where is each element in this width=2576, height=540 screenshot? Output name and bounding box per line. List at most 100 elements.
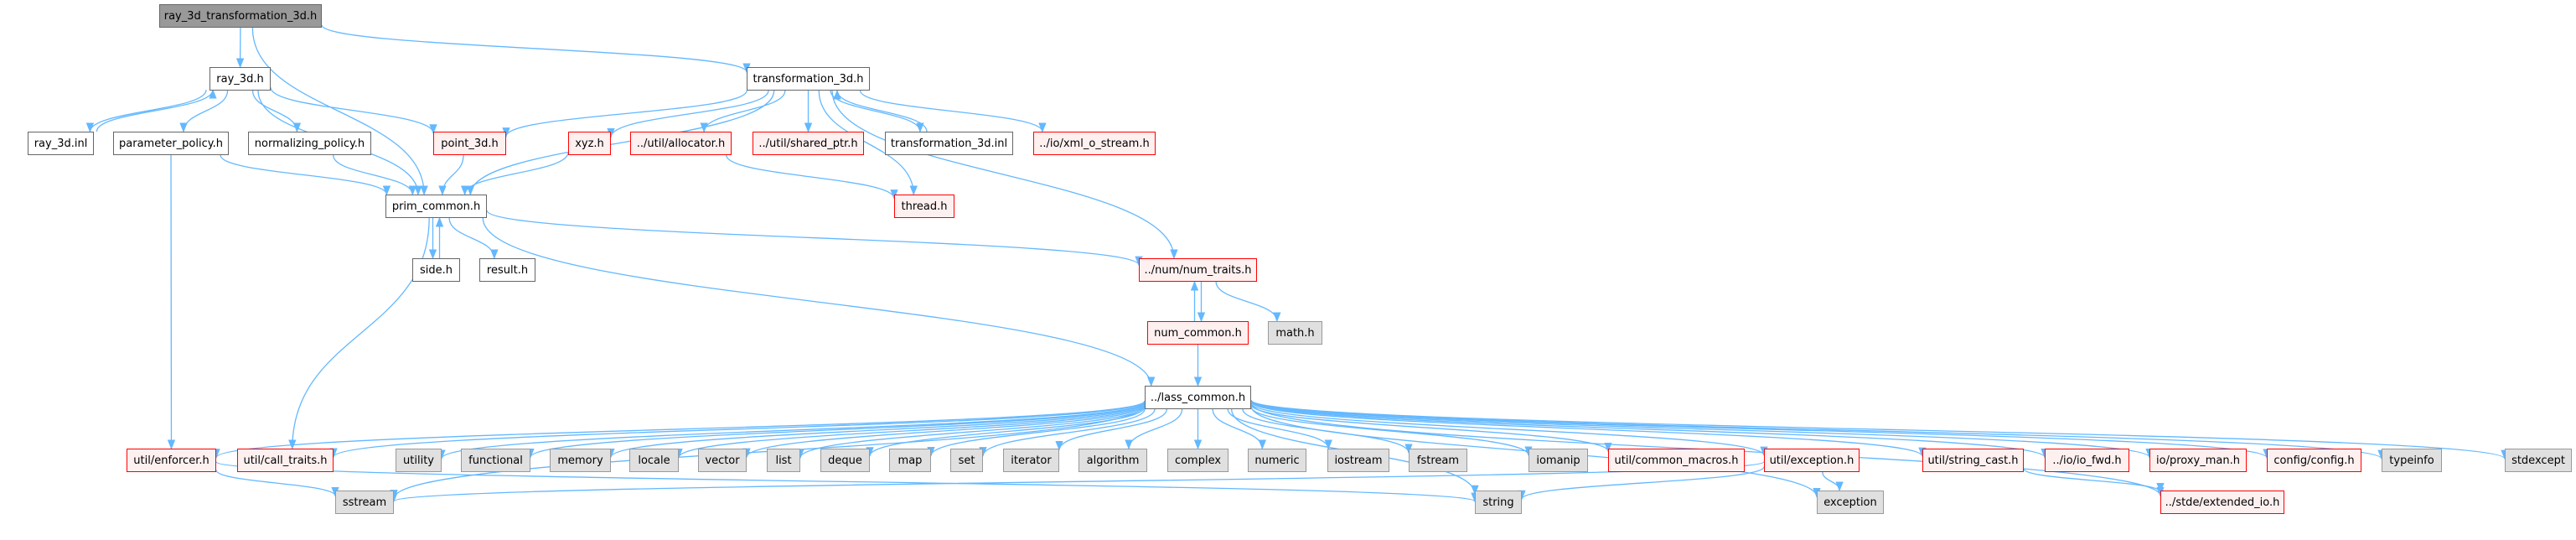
node-sstream[interactable]: sstream	[335, 491, 394, 514]
node-stdexcept[interactable]: stdexcept	[2505, 449, 2572, 472]
node-lass-common[interactable]: ../lass_common.h	[1145, 386, 1251, 409]
node-ray-3d-inl[interactable]: ray_3d.inl	[28, 132, 94, 155]
node-label: ../lass_common.h	[1150, 391, 1246, 404]
edge-lass-common-to-enforcer	[212, 400, 1146, 459]
node-label: ../util/shared_ptr.h	[758, 137, 858, 150]
node-num-traits[interactable]: ../num/num_traits.h	[1139, 258, 1257, 282]
node-proxy-man[interactable]: io/proxy_man.h	[2149, 449, 2247, 472]
node-label: math.h	[1275, 326, 1315, 340]
node-label: functional	[468, 454, 523, 467]
node-transformation-3d-inl[interactable]: transformation_3d.inl	[885, 132, 1013, 155]
edge-transformation-3d-to-point-3d	[502, 90, 747, 138]
node-label: side.h	[419, 263, 453, 277]
node-vector[interactable]: vector	[698, 449, 747, 472]
node-root[interactable]: ray_3d_transformation_3d.h	[159, 4, 322, 28]
node-iostream[interactable]: iostream	[1327, 449, 1389, 472]
node-label: util/call_traits.h	[243, 454, 328, 467]
node-label: fstream	[1416, 454, 1460, 467]
node-num-common[interactable]: num_common.h	[1147, 321, 1249, 345]
node-label: io/proxy_man.h	[2156, 454, 2240, 467]
node-normalizing-policy[interactable]: normalizing_policy.h	[248, 132, 371, 155]
node-algorithm[interactable]: algorithm	[1079, 449, 1147, 472]
node-label: string	[1482, 496, 1514, 509]
node-label: complex	[1174, 454, 1222, 467]
node-xml-o-stream[interactable]: ../io/xml_o_stream.h	[1033, 132, 1156, 155]
edge-lass-common-to-stdexcept	[1250, 399, 2509, 460]
node-complex[interactable]: complex	[1167, 449, 1229, 472]
node-allocator[interactable]: ../util/allocator.h	[630, 132, 732, 155]
node-memory[interactable]: memory	[550, 449, 611, 472]
edge-xyz-to-prim-common	[461, 152, 569, 196]
node-list[interactable]: list	[767, 449, 800, 472]
edge-root-to-prim-common	[251, 27, 428, 196]
node-prim-common[interactable]: prim_common.h	[385, 195, 487, 218]
edge-transformation-3d-to-transformation-3d-inl	[830, 90, 924, 133]
node-map[interactable]: map	[889, 449, 931, 472]
node-math[interactable]: math.h	[1268, 321, 1322, 345]
edge-ray-3d-to-point-3d	[270, 87, 437, 134]
node-label: typeinfo	[2389, 454, 2434, 467]
node-label: iostream	[1334, 454, 1383, 467]
node-shared-ptr[interactable]: ../util/shared_ptr.h	[753, 132, 864, 155]
node-thread[interactable]: thread.h	[894, 195, 954, 218]
node-label: util/enforcer.h	[133, 454, 209, 467]
node-enforcer[interactable]: util/enforcer.h	[127, 449, 216, 472]
edge-lass-common-to-iterator	[1055, 408, 1167, 451]
edge-lass-common-to-typeinfo	[1250, 399, 2386, 460]
node-label: ../io/xml_o_stream.h	[1039, 137, 1150, 150]
node-label: xyz.h	[575, 137, 604, 150]
node-locale[interactable]: locale	[629, 449, 679, 472]
node-xyz[interactable]: xyz.h	[568, 132, 611, 155]
node-label: parameter_policy.h	[119, 137, 223, 150]
node-exception[interactable]: exception	[1817, 491, 1884, 514]
node-utility[interactable]: utility	[396, 449, 442, 472]
node-label: ../num/num_traits.h	[1144, 263, 1252, 277]
node-iterator[interactable]: iterator	[1003, 449, 1059, 472]
edge-lass-common-to-map	[927, 408, 1146, 457]
node-label: ../util/allocator.h	[636, 137, 726, 150]
node-string[interactable]: string	[1475, 491, 1522, 514]
node-label: util/string_cast.h	[1927, 454, 2019, 467]
edge-lass-common-to-locale	[675, 403, 1146, 459]
edge-allocator-to-thread	[726, 154, 898, 200]
node-label: util/exception.h	[1769, 454, 1854, 467]
edge-point-3d-to-prim-common	[438, 154, 464, 196]
node-label: iterator	[1011, 454, 1052, 467]
node-functional[interactable]: functional	[461, 449, 530, 472]
node-numeric[interactable]: numeric	[1248, 449, 1306, 472]
node-label: transformation_3d.inl	[890, 137, 1008, 150]
node-fstream[interactable]: fstream	[1409, 449, 1467, 472]
edge-ray-3d-to-normalizing-policy	[251, 90, 302, 133]
node-side[interactable]: side.h	[412, 258, 460, 282]
node-set[interactable]: set	[950, 449, 983, 472]
node-result[interactable]: result.h	[479, 258, 535, 282]
node-transformation-3d[interactable]: transformation_3d.h	[747, 67, 870, 91]
node-iomanip[interactable]: iomanip	[1529, 449, 1588, 472]
node-parameter-policy[interactable]: parameter_policy.h	[113, 132, 229, 155]
node-typeinfo[interactable]: typeinfo	[2382, 449, 2442, 472]
node-ray-3d[interactable]: ray_3d.h	[209, 67, 271, 91]
node-string-cast[interactable]: util/string_cast.h	[1922, 449, 2024, 472]
node-io-fwd[interactable]: ../io/io_fwd.h	[2045, 449, 2129, 472]
node-label: ray_3d.h	[216, 72, 264, 86]
node-extended-io[interactable]: ../stde/extended_io.h	[2160, 491, 2284, 514]
node-label: list	[775, 454, 792, 467]
node-point-3d[interactable]: point_3d.h	[433, 132, 506, 155]
node-call-traits[interactable]: util/call_traits.h	[237, 449, 334, 472]
node-label: vector	[705, 454, 740, 467]
edge-transformation-3d-to-prim-common	[466, 90, 775, 196]
edge-transformation-3d-to-xyz	[607, 90, 769, 138]
node-label: ray_3d_transformation_3d.h	[163, 9, 318, 23]
node-exception-h[interactable]: util/exception.h	[1764, 449, 1860, 472]
edge-ray-3d-to-ray-3d-inl	[85, 89, 207, 133]
node-label: result.h	[486, 263, 529, 277]
edge-lass-common-to-vector	[742, 404, 1146, 459]
edge-ray-3d-to-parameter-policy	[179, 90, 229, 133]
node-common-macros[interactable]: util/common_macros.h	[1608, 449, 1745, 472]
node-config[interactable]: config/config.h	[2267, 449, 2361, 472]
node-label: numeric	[1254, 454, 1300, 467]
node-label: config/config.h	[2273, 454, 2355, 467]
node-deque[interactable]: deque	[820, 449, 870, 472]
edge-lass-common-to-string-cast	[1250, 401, 1927, 458]
